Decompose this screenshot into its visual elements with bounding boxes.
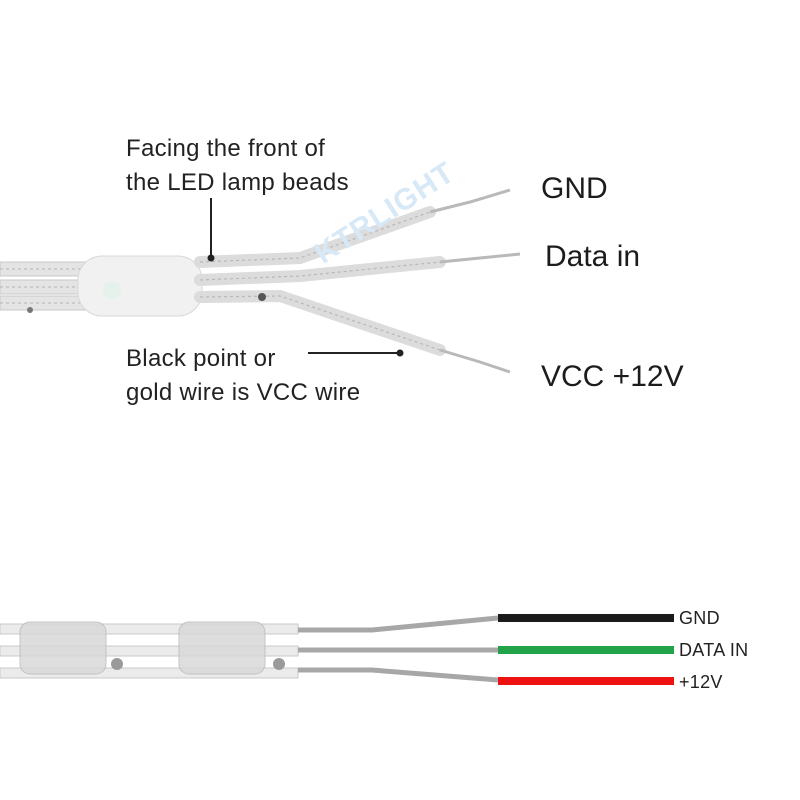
vcc-note-line1: Black point or	[126, 345, 276, 372]
vcc-dot-marker	[27, 307, 33, 313]
split-wires	[194, 188, 521, 374]
led-bead	[19, 621, 107, 675]
gnd-wire-label: GND	[679, 608, 720, 628]
vcc-wire-label: +12V	[679, 672, 723, 692]
front-note-line1: Facing the front of	[126, 135, 326, 162]
led-bead	[77, 255, 203, 317]
gnd-label: GND	[541, 172, 608, 205]
data-in-label: Data in	[545, 240, 641, 273]
vcc-note-line2: gold wire is VCC wire	[126, 379, 361, 406]
vcc-dot-marker	[111, 658, 123, 670]
led-bead	[178, 621, 266, 675]
front-note-line2: the LED lamp beads	[126, 169, 349, 196]
vcc-label: VCC +12V	[541, 360, 684, 393]
strip-schematic	[0, 614, 674, 685]
vcc-dot-marker	[273, 658, 285, 670]
main-cable	[0, 261, 91, 311]
data-wire-label: DATA IN	[679, 640, 749, 660]
vcc-note: Black point or gold wire is VCC wire	[126, 342, 360, 410]
front-note: Facing the front of the LED lamp beads	[126, 132, 349, 200]
vcc-dot-marker	[258, 293, 266, 301]
